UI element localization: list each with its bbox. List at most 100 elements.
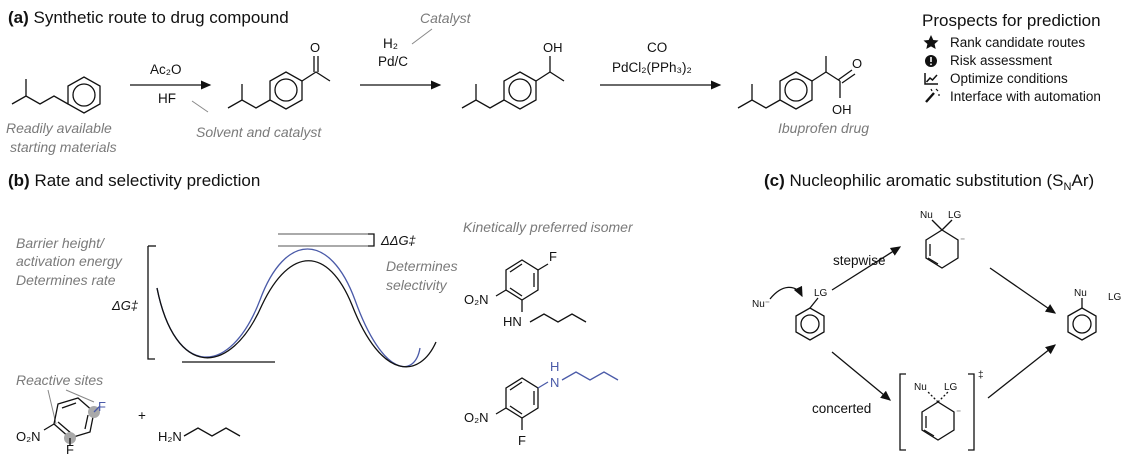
panel-c-title-sub: N	[1064, 181, 1072, 193]
panel-a: (a) Synthetic route to drug compound Rea…	[6, 8, 869, 155]
ddg-bracket	[368, 233, 375, 247]
ts-charge: ⁻	[956, 408, 961, 419]
nitro-label-1: O₂N	[16, 429, 41, 444]
solvent-note: Solvent and catalyst	[196, 124, 322, 140]
minor-isomer-molecule	[495, 371, 619, 430]
panel-a-title: Synthetic route to drug compound	[34, 8, 289, 27]
ts-nu-label: Nu	[914, 382, 927, 393]
ibuprofen-oh-label: OH	[832, 102, 852, 117]
butylamine-chain	[183, 427, 241, 437]
panel-b: (b) Rate and selectivity prediction Barr…	[8, 171, 634, 454]
amine-label: H₂N	[158, 429, 182, 444]
fluorine-blue-label: F	[98, 399, 106, 414]
panel-c-header: (c) Nucleophilic aromatic substitution (…	[764, 171, 1094, 193]
prospects-title: Prospects for prediction	[922, 11, 1101, 30]
panel-b-header: (b) Rate and selectivity prediction	[8, 171, 260, 190]
reactive-sites-note: Reactive sites	[16, 372, 103, 388]
catalyst-pointer-line	[411, 28, 433, 45]
prospect-item-0: Rank candidate routes	[950, 35, 1085, 50]
panel-a-letter: (a)	[8, 8, 29, 27]
concerted-transition-state	[921, 391, 955, 441]
stepwise-arrow	[831, 246, 902, 291]
barrier-note-3: Determines rate	[16, 272, 116, 288]
intermediate-nu-label: Nu	[920, 210, 933, 221]
ibuprofen-oxygen-label: O	[852, 56, 862, 71]
panel-b-title: Rate and selectivity prediction	[34, 171, 260, 190]
panel-c: (c) Nucleophilic aromatic substitution (…	[752, 171, 1122, 451]
ibuprofen-molecule	[737, 56, 856, 110]
aryl-lg-molecule	[795, 297, 825, 341]
ts-bracket-left	[899, 373, 906, 451]
alcohol-oh-label: OH	[543, 40, 563, 55]
selectivity-note-1: Determines	[386, 258, 458, 274]
energy-profile	[147, 233, 437, 368]
nucleophile-label: Nu⁻	[752, 299, 770, 310]
preferred-isomer-molecule	[495, 259, 587, 323]
ibuprofen-note: Ibuprofen drug	[778, 120, 869, 136]
stepwise-product-arrow	[989, 267, 1057, 314]
reagent-3-bottom: PdCl₂(PPh₃)₂	[612, 60, 692, 75]
selectivity-note-2: selectivity	[386, 277, 448, 293]
attack-curved-arrow	[769, 285, 803, 300]
starting-materials-note-2: starting materials	[10, 139, 117, 155]
reagent-3-top: CO	[647, 40, 667, 55]
hn-label: HN	[503, 314, 522, 329]
prospect-item-3: Interface with automation	[950, 89, 1101, 104]
ts-bracket-right	[968, 373, 975, 451]
delta-g-label: ΔG‡	[111, 298, 139, 313]
reagent-2-bottom: Pd/C	[378, 54, 408, 69]
isomer-note: Kinetically preferred isomer	[463, 219, 634, 235]
free-leaving-group-label: LG	[1108, 292, 1122, 303]
meisenheimer-intermediate	[925, 219, 959, 269]
aryl-nu-product	[1067, 298, 1097, 341]
concerted-product-arrow	[987, 344, 1057, 399]
ketone-oxygen-label: O	[310, 40, 320, 55]
reagent-1-bottom: HF	[158, 91, 176, 106]
nitro-label-3: O₂N	[464, 410, 489, 425]
star-icon	[923, 35, 939, 49]
ts-lg-label: LG	[944, 382, 958, 393]
panel-c-letter: (c)	[764, 171, 785, 190]
barrier-note-1: Barrier height/	[16, 235, 106, 251]
isobutylbenzene-molecule	[11, 76, 101, 114]
fluorine-label-3: F	[518, 433, 526, 448]
magic-wand-icon	[925, 88, 940, 103]
product-nu-label: Nu	[1074, 288, 1087, 299]
alcohol-molecule	[461, 56, 565, 110]
blue-energy-curve	[156, 248, 421, 368]
panel-c-title-main: Nucleophilic aromatic substitution (S	[790, 171, 1064, 190]
delta-g-bracket	[147, 246, 155, 360]
minor-n-label: N	[550, 375, 559, 390]
intermediate-charge: ⁻	[960, 236, 965, 247]
reagent-1-top: Ac₂O	[150, 62, 182, 77]
chart-icon	[924, 73, 938, 85]
intermediate-lg-label: LG	[948, 210, 962, 221]
reagent-2-top: H₂	[383, 36, 398, 51]
minor-h-label: H	[550, 359, 559, 374]
prospect-item-2: Optimize conditions	[950, 71, 1068, 86]
black-energy-curve	[156, 260, 437, 368]
plus-sign: +	[138, 408, 146, 423]
starting-materials-note-1: Readily available	[6, 120, 112, 136]
concerted-arrow	[831, 351, 892, 401]
stepwise-label: stepwise	[833, 253, 886, 268]
exclamation-icon	[925, 55, 937, 67]
transition-state-symbol: ‡	[978, 370, 984, 381]
barrier-note-2: activation energy	[16, 253, 123, 269]
concerted-label: concerted	[812, 401, 871, 416]
nitro-label-2: O₂N	[464, 292, 489, 307]
prospect-item-1: Risk assessment	[950, 53, 1052, 68]
prospects-box: Prospects for prediction Rank candidate …	[922, 11, 1101, 104]
catalyst-note: Catalyst	[420, 10, 472, 26]
leaving-group-label-1: LG	[814, 288, 828, 299]
panel-c-title-end: Ar)	[1071, 171, 1094, 190]
fluorine-label-2: F	[549, 249, 557, 264]
ketone-molecule	[227, 56, 331, 110]
fluorine-label-1: F	[66, 442, 74, 454]
difluoronitrobenzene-molecule	[43, 397, 101, 446]
panel-a-header: (a) Synthetic route to drug compound	[8, 8, 289, 27]
panel-b-letter: (b)	[8, 171, 30, 190]
ddg-label: ΔΔG‡	[380, 233, 417, 248]
solvent-pointer-line	[191, 100, 209, 113]
